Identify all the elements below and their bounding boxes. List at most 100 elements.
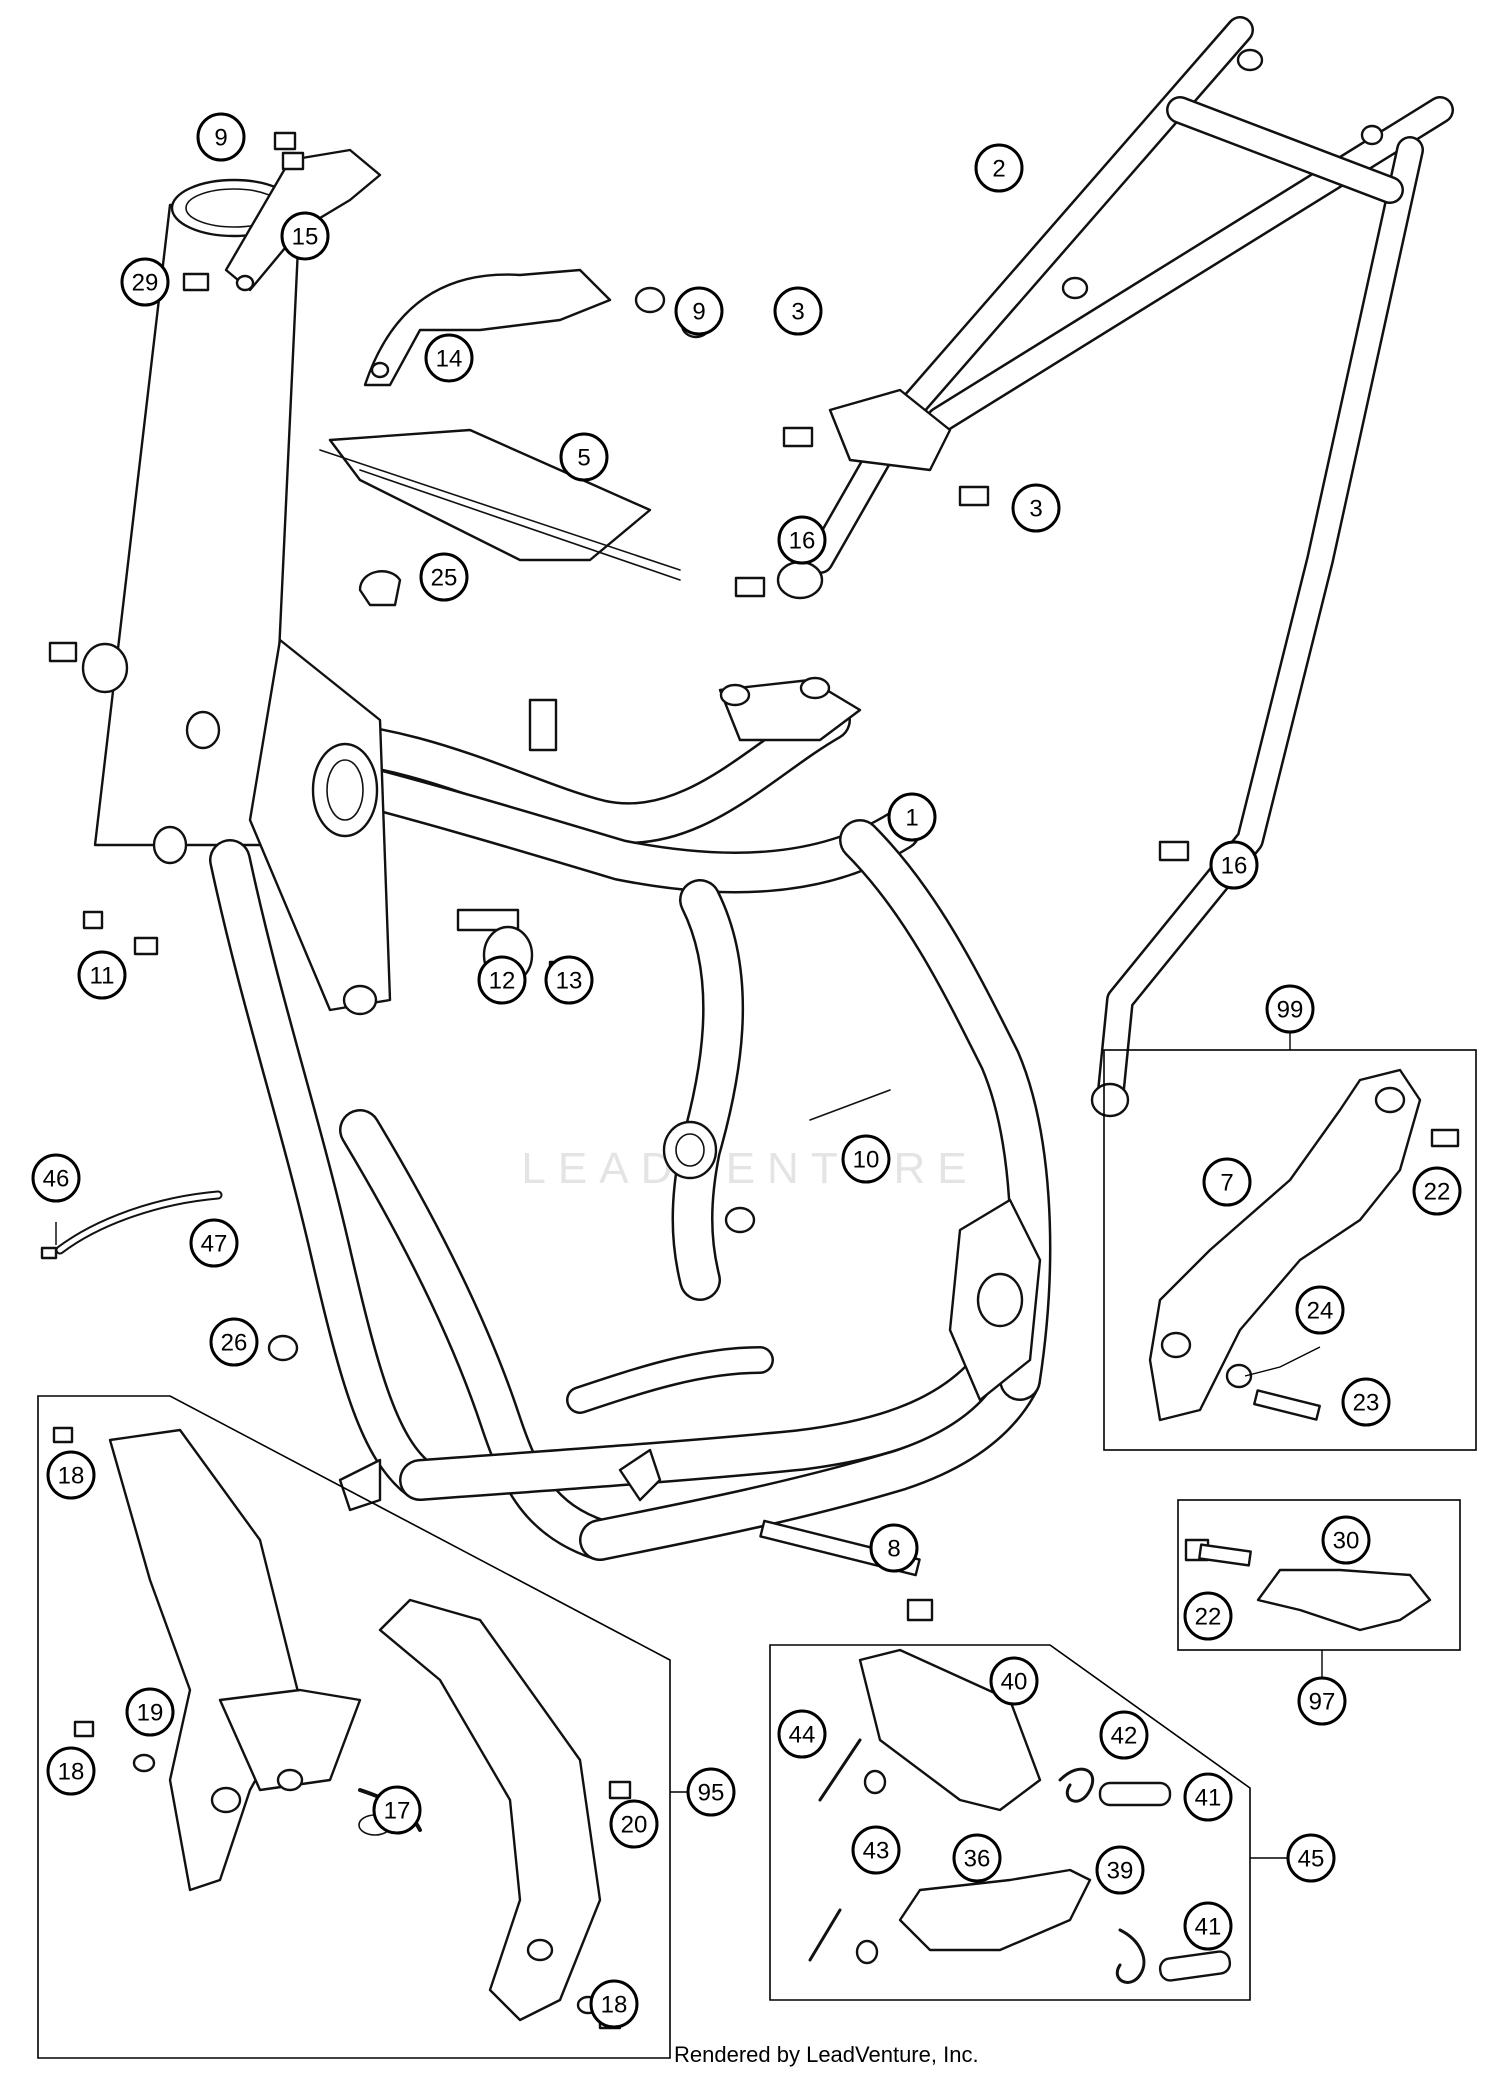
- leader-lines: [55, 1032, 1323, 1859]
- group-45-footpegs: [769, 1644, 1251, 2001]
- svg-text:42: 42: [1111, 1723, 1138, 1750]
- svg-text:10: 10: [853, 1147, 880, 1174]
- subframe: [776, 16, 1454, 1118]
- svg-text:99: 99: [1277, 997, 1304, 1024]
- callout-2: 2: [974, 143, 1024, 193]
- callout-3: 3: [773, 286, 823, 336]
- svg-text:17: 17: [384, 1798, 411, 1825]
- svg-text:25: 25: [431, 565, 458, 592]
- callout-11: 11: [77, 950, 127, 1000]
- svg-text:44: 44: [789, 1722, 816, 1749]
- svg-text:22: 22: [1195, 1604, 1222, 1631]
- callout-43: 43: [851, 1825, 901, 1875]
- subframe-bolts: [734, 426, 1190, 862]
- callout-13: 13: [544, 955, 594, 1005]
- watermark: LEADVENTURE: [521, 1144, 978, 1193]
- callout-46: 46: [31, 1153, 81, 1203]
- svg-text:11: 11: [90, 963, 115, 990]
- callout-97: 97: [1297, 1676, 1347, 1726]
- callout-45: 45: [1286, 1833, 1336, 1883]
- main-frame: [93, 178, 1052, 1561]
- callout-1: 1: [887, 792, 937, 842]
- callout-15: 15: [280, 211, 330, 261]
- svg-text:18: 18: [601, 1992, 628, 2019]
- svg-text:14: 14: [436, 346, 463, 373]
- svg-text:15: 15: [292, 224, 319, 251]
- head-bearing-parts: [48, 641, 221, 865]
- callout-17: 17: [372, 1785, 422, 1835]
- callout-10: 10: [841, 1134, 891, 1184]
- svg-text:12: 12: [489, 968, 516, 995]
- svg-text:46: 46: [43, 1166, 70, 1193]
- callout-18: 18: [46, 1746, 96, 1796]
- callout-19: 19: [125, 1687, 175, 1737]
- callout-40: 40: [989, 1656, 1039, 1706]
- svg-text:41: 41: [1195, 1785, 1222, 1812]
- callout-12: 12: [477, 955, 527, 1005]
- callout-41: 41: [1183, 1901, 1233, 1951]
- callout-24: 24: [1295, 1285, 1345, 1335]
- callout-41: 41: [1183, 1772, 1233, 1822]
- svg-text:45: 45: [1298, 1846, 1325, 1873]
- svg-text:7: 7: [1220, 1170, 1233, 1197]
- group-99-chain-guide: [1103, 1049, 1477, 1451]
- svg-text:95: 95: [698, 1780, 725, 1807]
- group-97: [1177, 1499, 1461, 1651]
- callout-9: 9: [196, 112, 246, 162]
- svg-text:3: 3: [791, 299, 804, 326]
- svg-text:9: 9: [214, 125, 227, 152]
- callout-3: 3: [1011, 483, 1061, 533]
- callout-16: 16: [777, 515, 827, 565]
- svg-text:36: 36: [964, 1846, 991, 1873]
- svg-text:43: 43: [863, 1838, 890, 1865]
- svg-text:13: 13: [556, 968, 583, 995]
- callout-44: 44: [777, 1709, 827, 1759]
- callout-23: 23: [1341, 1377, 1391, 1427]
- svg-text:3: 3: [1029, 496, 1042, 523]
- svg-text:41: 41: [1195, 1914, 1222, 1941]
- svg-text:19: 19: [137, 1700, 164, 1727]
- callout-18: 18: [589, 1979, 639, 2029]
- svg-text:8: 8: [887, 1536, 900, 1563]
- callout-47: 47: [189, 1218, 239, 1268]
- callout-30: 30: [1321, 1515, 1371, 1565]
- svg-text:39: 39: [1107, 1858, 1134, 1885]
- svg-text:20: 20: [621, 1812, 648, 1839]
- wiring-harness: [319, 428, 681, 581]
- callout-14: 14: [424, 333, 474, 383]
- svg-text:23: 23: [1353, 1390, 1380, 1417]
- svg-text:24: 24: [1307, 1298, 1334, 1325]
- callout-42: 42: [1099, 1710, 1149, 1760]
- group-95-frame-guards: [37, 1395, 671, 2059]
- callout-22: 22: [1412, 1166, 1462, 1216]
- svg-text:26: 26: [221, 1330, 248, 1357]
- svg-text:18: 18: [58, 1759, 85, 1786]
- callout-29: 29: [120, 257, 170, 307]
- svg-text:97: 97: [1309, 1689, 1336, 1716]
- svg-text:2: 2: [992, 156, 1005, 183]
- svg-text:29: 29: [132, 270, 159, 297]
- callout-5: 5: [559, 432, 609, 482]
- svg-text:9: 9: [692, 299, 705, 326]
- callout-20: 20: [609, 1799, 659, 1849]
- callout-9: 9: [674, 286, 724, 336]
- footer-credit: Rendered by LeadVenture, Inc.: [674, 2042, 979, 2067]
- svg-text:1: 1: [905, 805, 918, 832]
- callout-39: 39: [1095, 1845, 1145, 1895]
- svg-text:5: 5: [577, 445, 590, 472]
- svg-text:47: 47: [201, 1231, 228, 1258]
- callout-95: 95: [686, 1767, 736, 1817]
- callout-22: 22: [1183, 1591, 1233, 1641]
- callout-25: 25: [419, 552, 469, 602]
- callout-18: 18: [46, 1450, 96, 1500]
- callout-16: 16: [1209, 840, 1259, 890]
- svg-text:22: 22: [1424, 1179, 1451, 1206]
- svg-text:16: 16: [1221, 853, 1248, 880]
- svg-text:16: 16: [789, 528, 816, 555]
- svg-text:18: 18: [58, 1463, 85, 1490]
- callout-36: 36: [952, 1833, 1002, 1883]
- callout-8: 8: [869, 1523, 919, 1573]
- svg-text:30: 30: [1333, 1528, 1360, 1555]
- callout-7: 7: [1202, 1157, 1252, 1207]
